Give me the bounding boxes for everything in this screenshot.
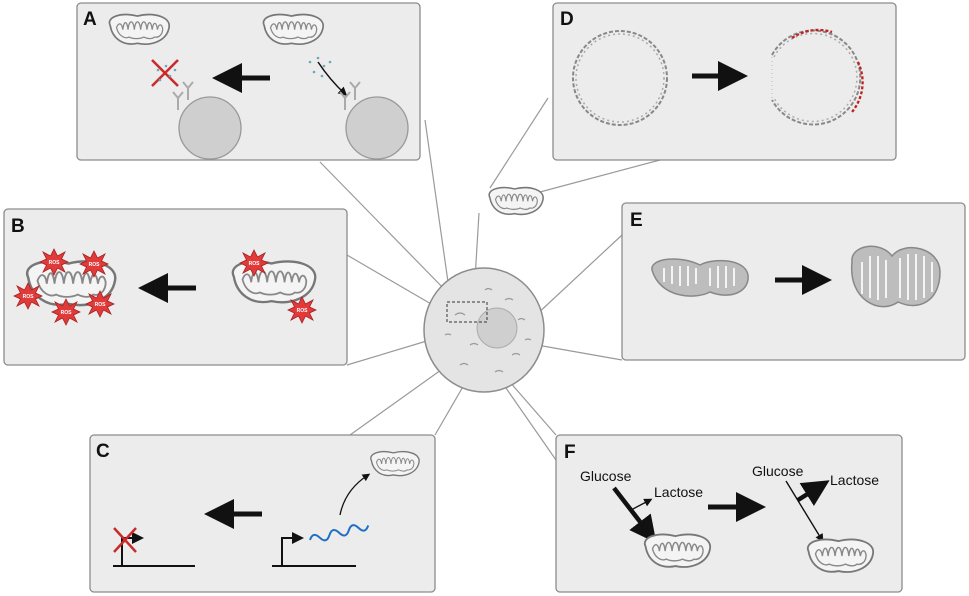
mtdna-ring-icon	[572, 30, 668, 126]
panel-c-label: C	[96, 441, 110, 462]
mitochondrion-icon	[651, 258, 749, 297]
block-cross-icon	[113, 527, 137, 553]
glucose-label: Glucose	[580, 468, 632, 484]
mitochondrion-icon	[108, 13, 171, 45]
lactose-label: Lactose	[654, 484, 703, 500]
mtdna-ring-icon	[771, 28, 864, 126]
panel-b: B ROS ROS ROS ROS ROS ROS ROS	[3, 208, 348, 366]
mitochondrion-icon	[806, 538, 875, 573]
mrna-wave-icon	[309, 524, 370, 542]
panel-e: E	[621, 202, 966, 361]
mitochondrion-icon	[643, 533, 712, 568]
mitochondrion-icon	[262, 13, 325, 45]
svg-text:ROS: ROS	[49, 260, 61, 266]
zoom-box	[446, 301, 488, 323]
svg-text:ROS: ROS	[95, 302, 107, 308]
receptor-icon	[172, 81, 361, 110]
svg-text:ROS: ROS	[297, 308, 309, 314]
block-cross-icon	[151, 59, 179, 87]
panel-d: D	[552, 2, 897, 161]
svg-text:ROS: ROS	[249, 261, 261, 267]
mitochondrion-icon	[851, 245, 941, 308]
panel-f-label: F	[564, 442, 576, 463]
nucleus	[476, 307, 518, 349]
floating-mitochondrion-icon	[488, 186, 544, 216]
panel-c: C	[89, 434, 436, 593]
lactose-label: Lactose	[830, 472, 879, 488]
svg-text:ROS: ROS	[89, 262, 101, 268]
mitochondrion-icon	[370, 450, 420, 477]
panel-a: A	[76, 2, 421, 161]
central-cell	[423, 267, 545, 393]
glucose-label: Glucose	[752, 463, 804, 479]
cell-icon	[345, 96, 409, 160]
cell-icon	[178, 96, 242, 160]
panel-f: F Glucose Lactose Glucose Lactose	[555, 434, 903, 593]
panel-e-label: E	[630, 210, 643, 231]
panel-d-label: D	[560, 9, 574, 30]
mitochondrion-icon	[231, 260, 317, 304]
panel-a-label: A	[83, 9, 97, 30]
svg-text:ROS: ROS	[23, 294, 35, 300]
promoter-arrow-icon	[281, 532, 304, 566]
panel-b-label: B	[11, 216, 25, 237]
svg-text:ROS: ROS	[61, 310, 73, 316]
